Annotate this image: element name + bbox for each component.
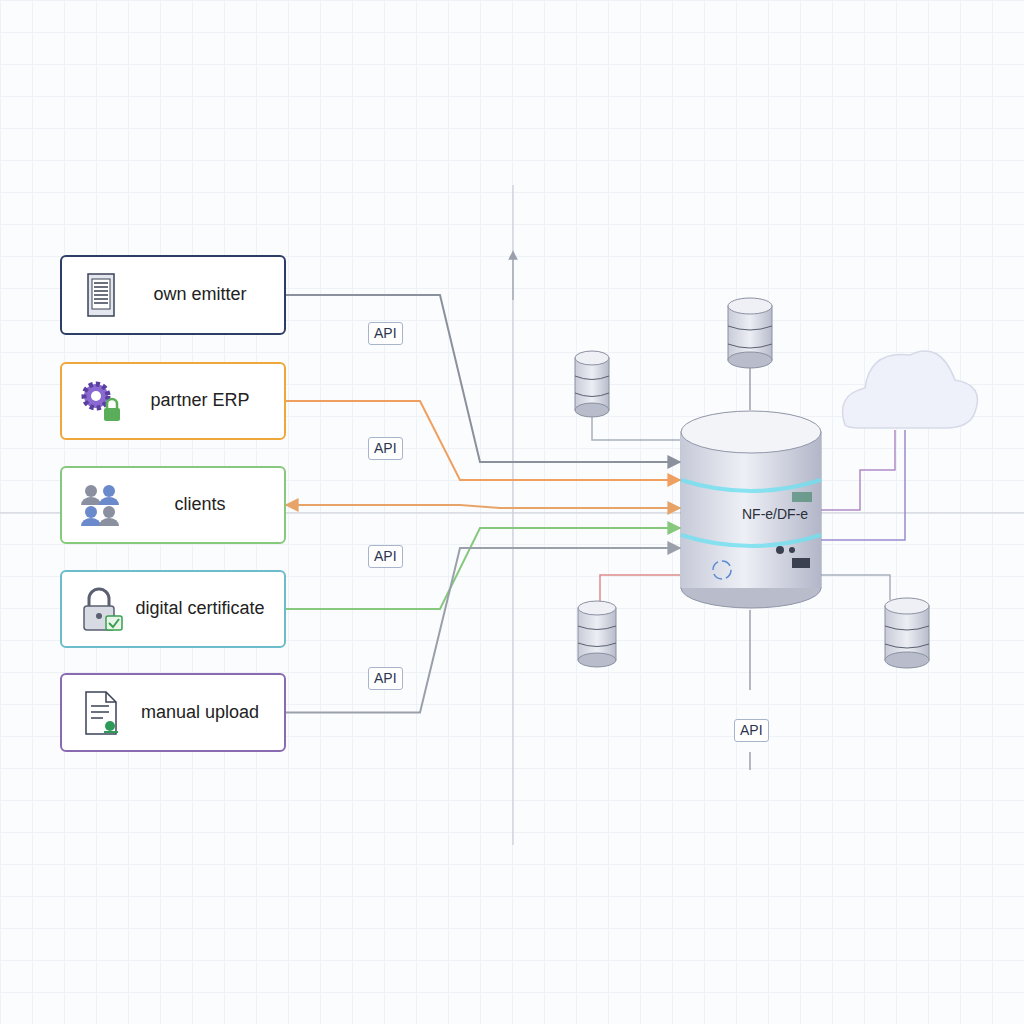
source-box: partner ERP (60, 362, 286, 440)
server-icon (76, 270, 126, 320)
connector (286, 528, 680, 609)
lock-icon (76, 584, 126, 634)
document-icon (76, 688, 126, 738)
source-box: own emitter (60, 255, 286, 335)
connector (286, 548, 680, 713)
box-icon (76, 376, 126, 426)
node-label: digital certificate (126, 598, 274, 620)
api-badge: API (734, 719, 769, 742)
box-icon (76, 270, 126, 320)
connector (286, 401, 680, 480)
node-label: NF-e/DF-e (742, 506, 822, 522)
axis-line (512, 185, 513, 845)
axis-arrow (512, 255, 513, 300)
database-node: NF-e/DF-e (680, 410, 822, 610)
node-label: manual upload (126, 702, 274, 724)
small-database (885, 598, 929, 668)
source-box: manual upload (60, 673, 286, 752)
node-label: partner ERP (126, 390, 274, 412)
box-icon (76, 688, 126, 738)
small-database (578, 601, 616, 667)
source-box: digital certificate (60, 570, 286, 648)
api-badge: API (368, 322, 403, 345)
gear-lock-icon (76, 376, 126, 426)
small-database (728, 298, 772, 368)
small-database (575, 351, 609, 417)
api-badge: API (368, 667, 403, 690)
node-label: clients (126, 494, 274, 516)
cloud-icon (843, 351, 978, 428)
api-badge: API (368, 437, 403, 460)
api-badge: API (368, 545, 403, 568)
source-box: clients (60, 466, 286, 544)
box-icon (76, 480, 126, 530)
people-icon (76, 480, 126, 530)
box-icon (76, 584, 126, 634)
node-label: own emitter (126, 284, 274, 306)
connector (286, 505, 680, 508)
connector (286, 295, 680, 462)
